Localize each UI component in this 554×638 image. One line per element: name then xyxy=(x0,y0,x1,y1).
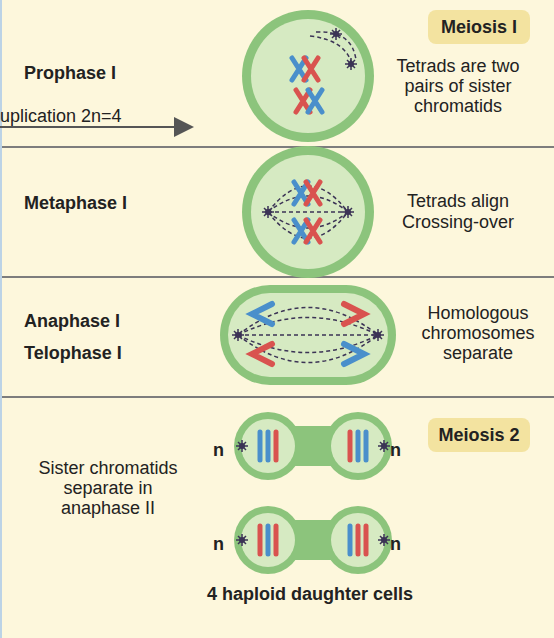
phase-title: Prophase I xyxy=(24,63,224,83)
meiosis2-cells xyxy=(234,506,392,574)
ploidy-label: n xyxy=(213,534,233,554)
edge-line xyxy=(0,0,2,638)
phase-title: Telophase I xyxy=(24,343,224,363)
phase-note: Homologous chromosomes separate xyxy=(403,303,553,363)
summary-label: 4 haploid daughter cells xyxy=(160,584,460,604)
stage-badge: Meiosis 2 xyxy=(428,418,530,452)
ploidy-label: n xyxy=(390,440,410,460)
anaphase-cell xyxy=(220,285,396,385)
ploidy-label: n xyxy=(213,440,233,460)
phase-note: Tetrads align xyxy=(378,191,538,211)
badge-text: Meiosis I xyxy=(441,17,517,38)
stage-badge: Meiosis I xyxy=(428,10,530,44)
band-separator xyxy=(0,147,554,397)
duplication-note: uplication 2n=4 xyxy=(0,106,200,126)
prophase-cell xyxy=(242,10,374,142)
phase-note: Crossing-over xyxy=(378,212,538,232)
badge-text: Meiosis 2 xyxy=(438,425,519,446)
meiosis2-cells xyxy=(234,412,392,480)
ploidy-label: n xyxy=(390,534,410,554)
phase-note: Sister chromatids separate in anaphase I… xyxy=(28,458,188,518)
phase-note: Tetrads are two pairs of sister chromati… xyxy=(378,56,538,116)
metaphase-cell xyxy=(242,146,374,278)
phase-title: Metaphase I xyxy=(24,193,224,213)
duplication-arrow xyxy=(0,126,190,128)
phase-title: Anaphase I xyxy=(24,311,224,331)
